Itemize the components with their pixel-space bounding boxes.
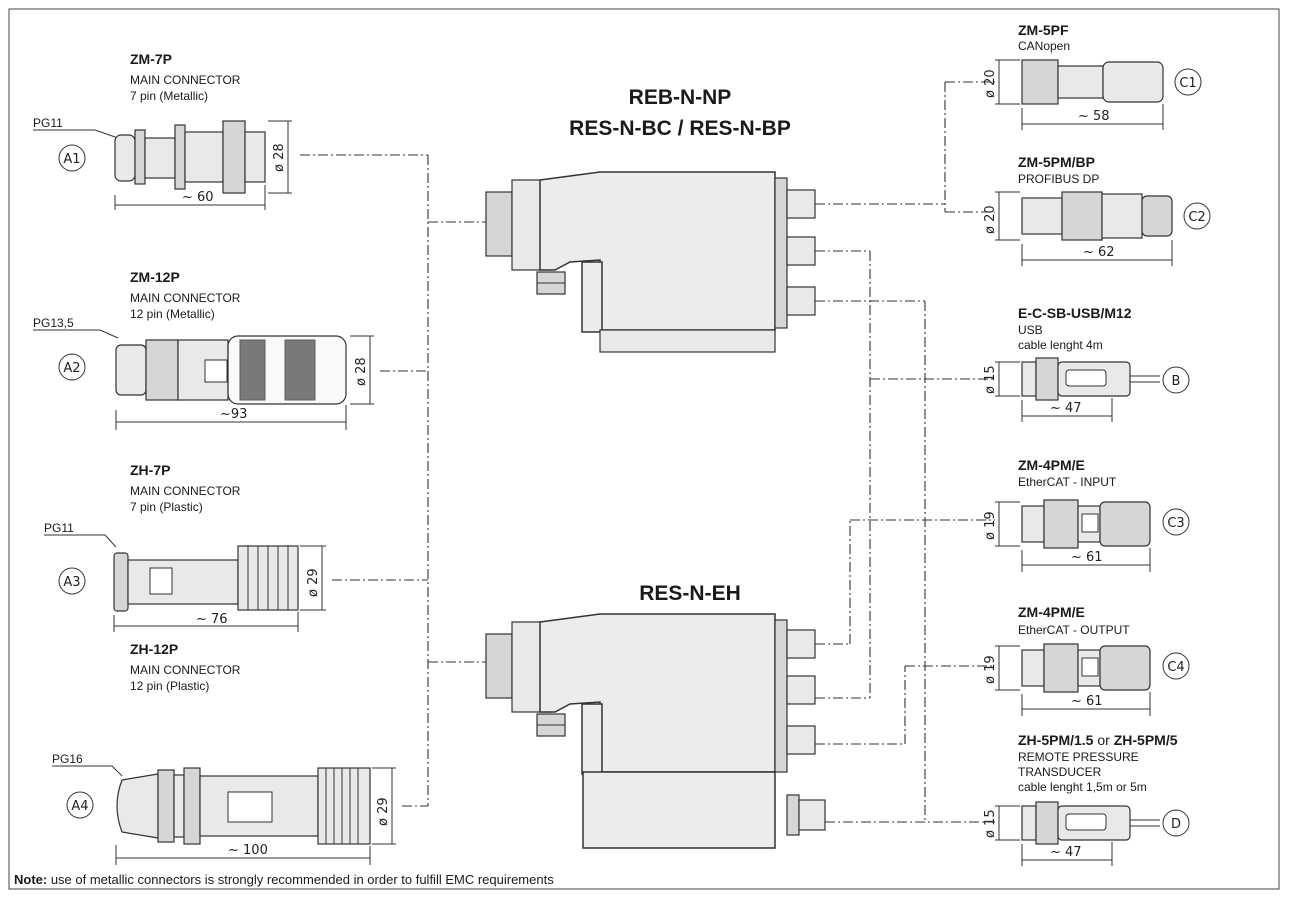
c2-length: ~ 62 [1083,245,1115,260]
b-diameter: ø 15 [983,365,998,394]
connector-c2: ZM-5PM/BP PROFIBUS DP C2 ~ 62 ø 20 [983,154,1211,266]
a1-tag-circle [58,144,86,172]
connector-c4: ZM-4PM/E EtherCAT - OUTPUT C4 ~ 61 ø 19 [983,604,1190,716]
connector-a1: ZM-7P MAIN CONNECTOR 7 pin (Metallic) PG… [33,51,292,210]
c1-diameter: ø 20 [983,69,998,98]
c4-diameter: ø 19 [983,655,998,684]
c4-length: ~ 61 [1071,694,1103,709]
c1-line1: CANopen [1018,39,1070,53]
d-length: ~ 47 [1050,845,1082,860]
a4-code: ZH-12P [130,641,178,657]
title-top-line2: RES-N-BC / RES-N-BP [569,117,791,140]
diagram-frame [8,8,1280,890]
a4-tag: A4 [71,799,88,814]
c1-tag: C1 [1179,76,1196,91]
a2-pg: PG13,5 [33,316,74,330]
d-code-or: or [1093,732,1113,748]
c1-length: ~ 58 [1078,109,1110,124]
a4-pg: PG16 [52,752,83,766]
d-line2: TRANSDUCER [1018,765,1102,779]
a2-diameter: ø 28 [354,357,369,386]
c1-code: ZM-5PF [1018,22,1069,38]
connector-d: ZH-5PM/1.5 or ZH-5PM/5 REMOTE PRESSURE T… [983,732,1190,866]
a2-line2: 12 pin (Metallic) [130,307,215,321]
c3-line1: EtherCAT - INPUT [1018,475,1117,489]
a3-code: ZH-7P [130,462,170,478]
d-tag: D [1171,817,1181,832]
d-line3: cable lenght 1,5m or 5m [1018,780,1147,794]
note-text: Note: use of metallic connectors is stro… [14,872,554,887]
a2-tag: A2 [63,361,80,376]
b-length: ~ 47 [1050,401,1082,416]
d-code-b: ZH-5PM/5 [1114,732,1178,748]
title-top-line1: REB-N-NP [629,86,732,109]
driver-top [485,171,816,353]
b-line1: USB [1018,323,1043,337]
a4-diameter: ø 29 [376,797,391,826]
c3-tag: C3 [1167,516,1184,531]
a4-line1: MAIN CONNECTOR [130,663,241,677]
a2-length: ~93 [220,407,247,422]
c3-diameter: ø 19 [983,511,998,540]
driver-bottom [485,613,826,849]
a3-line2: 7 pin (Plastic) [130,500,203,514]
a4-length: ~ 100 [228,843,268,858]
a1-line2: 7 pin (Metallic) [130,89,208,103]
d-code-line: ZH-5PM/1.5 or ZH-5PM/5 [1018,732,1178,748]
a3-diameter: ø 29 [306,568,321,597]
note-body: use of metallic connectors is strongly r… [47,872,554,887]
a1-tag: A1 [63,152,80,167]
a1-code: ZM-7P [130,51,172,67]
a2-line1: MAIN CONNECTOR [130,291,241,305]
note-label: Note: [14,872,47,887]
a4-line2: 12 pin (Plastic) [130,679,209,693]
c2-diameter: ø 20 [983,205,998,234]
connector-c3: ZM-4PM/E EtherCAT - INPUT C3 ~ 61 ø 19 [983,457,1190,572]
c4-tag: C4 [1167,660,1184,675]
b-line2: cable lenght 4m [1018,338,1103,352]
a2-code: ZM-12P [130,269,180,285]
c4-code: ZM-4PM/E [1018,604,1085,620]
c3-code: ZM-4PM/E [1018,457,1085,473]
connector-a2: ZM-12P MAIN CONNECTOR 12 pin (Metallic) … [33,269,374,430]
a3-pg: PG11 [44,521,74,535]
b-code: E-C-SB-USB/M12 [1018,305,1132,321]
connector-c1: ZM-5PF CANopen C1 ~ 58 ø 20 [983,22,1202,130]
c3-length: ~ 61 [1071,550,1103,565]
d-diameter: ø 15 [983,809,998,838]
c4-line1: EtherCAT - OUTPUT [1018,623,1130,637]
a3-tag: A3 [63,575,80,590]
a3-length: ~ 76 [196,612,228,627]
a3-line1: MAIN CONNECTOR [130,484,241,498]
a1-line1: MAIN CONNECTOR [130,73,241,87]
b-tag: B [1172,374,1181,389]
connector-b: E-C-SB-USB/M12 USB cable lenght 4m B ~ 4… [983,305,1190,422]
connector-a3: ZH-7P MAIN CONNECTOR 7 pin (Plastic) PG1… [44,462,326,632]
title-bottom: RES-N-EH [639,582,741,605]
d-line1: REMOTE PRESSURE [1018,750,1139,764]
d-code-a: ZH-5PM/1.5 [1018,732,1094,748]
connector-a4: ZH-12P MAIN CONNECTOR 12 pin (Plastic) P… [52,641,396,865]
c2-tag: C2 [1188,210,1205,225]
a1-pg: PG11 [33,116,63,130]
connection-lines [300,81,995,823]
c2-code: ZM-5PM/BP [1018,154,1095,170]
c2-line1: PROFIBUS DP [1018,172,1099,186]
a1-diameter: ø 28 [272,143,287,172]
a1-length: ~ 60 [182,190,214,205]
